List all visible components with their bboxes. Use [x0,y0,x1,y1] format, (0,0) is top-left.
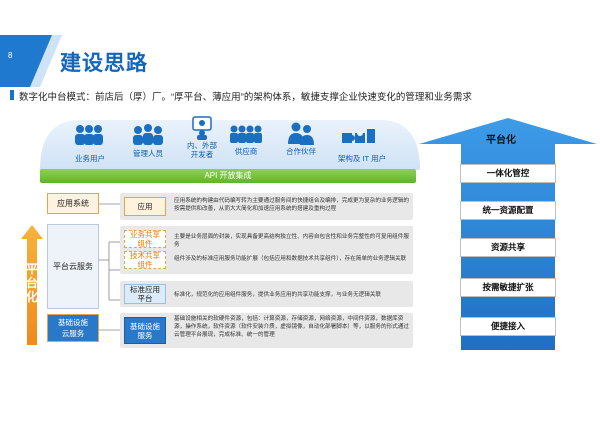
app-system-box: 应用系统 [47,193,99,214]
page-subtitle: 数字化中台模式：前店后（厚）厂。“厚平台、薄应用”的架构体系，敏捷支撑企业快速变… [19,92,472,103]
platform-cloud-box: 平台云服务 [47,224,99,309]
row-standard-platform [120,281,413,307]
header-banner [0,35,62,87]
subtitle-marker [10,90,14,100]
item-resource-sharing: 资源共享 [460,238,556,257]
slide-number: 8 [8,51,13,60]
page-title: 建设思路 [60,52,148,75]
desc-business-component: 主要是业务层面的封装，实现具备更高结构独立性、内容自包含性和业务完整性的可复用组… [174,234,409,248]
user-label-managers: 管理人员 [133,149,163,158]
users-group-icon [75,125,103,145]
item-easy-access: 便捷接入 [460,317,556,336]
puzzle-icon [342,129,375,143]
tag-infrastructure: 基础设施 服务 [124,317,166,344]
user-label-partners: 合作伙伴 [286,147,316,156]
desc-infrastructure: 基础设施相关的软硬件资源，包括：计算资源，存储资源，网络资源，中间件资源，数据库… [174,316,409,338]
tag-app: 应用 [124,197,166,216]
desc-tech-component: 组件涉及的标准应用服务功能扩展（包括应用和数据技术共享组件），存在简单的业务逻辑… [174,256,407,262]
tag-tech-component: 技术共享 组件 [124,251,166,269]
row-app [120,193,413,220]
user-label-developers: 内、外部 开发者 [187,141,217,159]
api-integration-bar: API 开放集成 [40,169,416,183]
row-infrastructure [120,313,413,348]
item-agile-scaling: 按需敏捷扩张 [460,278,556,297]
platform-big-arrow [419,118,597,350]
user-label-suppliers: 供应商 [234,147,258,156]
row-business-component [120,226,413,274]
supplier-group-icon [230,125,262,143]
right-panel-title: 平台化 [486,135,516,146]
tag-business-component: 业务共享 组件 [124,230,166,248]
user-label-business: 业务用户 [75,154,105,163]
tag-standard-platform: 标准应用 平台 [124,284,166,304]
infra-cloud-box: 基础设施 云服务 [47,314,99,342]
desc-standard-platform: 标准化，规范化的应用组件服务，提供业务应用的共享功能支撑，与业务无逻辑关联 [174,292,381,298]
platform-arrow-icon [21,225,43,345]
desc-app: 应用系统的构建由代码编写转为主要通过服务间的快捷组合及编排，完成更为复杂的业务逻… [174,198,409,212]
platform-side-label: 平台化 [25,262,38,304]
partner-icon [288,122,314,145]
user-label-it: 架构及 IT 用户 [337,154,387,163]
developer-icon [192,116,212,140]
item-unified-resource: 统一资源配置 [460,201,556,220]
item-integrated-control: 一体化管控 [460,164,556,183]
managers-icon [133,124,163,145]
